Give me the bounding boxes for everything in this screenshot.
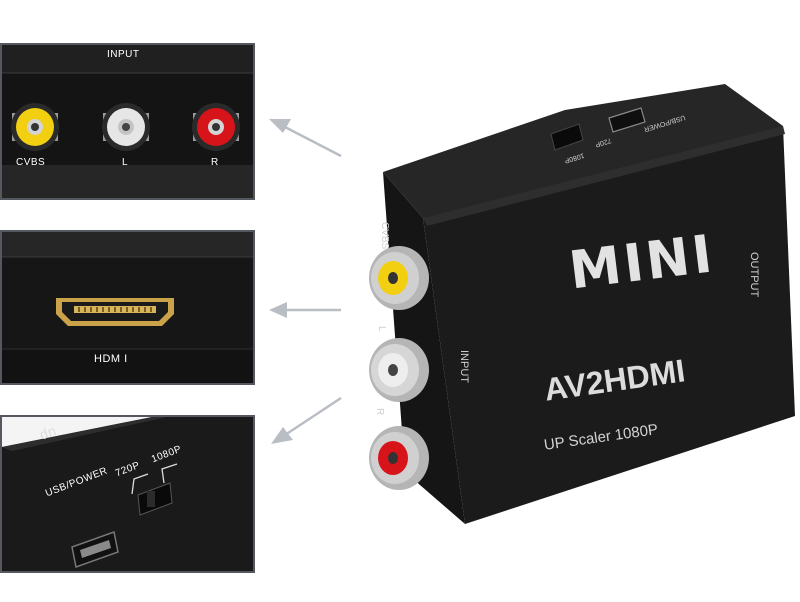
device-white-jack-icon — [369, 338, 429, 402]
input-closeup-panel: INPUT CVBS L R — [0, 43, 255, 200]
top-usb-port-icon — [608, 107, 646, 133]
device-cvbs-label: CVBS — [379, 222, 390, 250]
device-yellow-jack-icon — [369, 246, 429, 310]
usb-port-icon — [71, 531, 119, 568]
l-label: L — [122, 157, 129, 168]
hdmi-closeup-panel: HDM I — [0, 230, 255, 385]
arrow-to-switch-panel — [271, 396, 342, 444]
cvbs-label: CVBS — [16, 157, 46, 168]
resolution-switch-icon — [137, 482, 173, 516]
hdmi-closeup-illustration — [2, 232, 253, 383]
switch-closeup-panel: up USB/POWER 720P 1080P — [0, 415, 255, 573]
left-audio-jack-icon — [102, 103, 150, 151]
arrow-to-input-panel — [269, 119, 342, 158]
cvbs-jack-icon — [11, 103, 59, 151]
switch-closeup-illustration — [2, 417, 253, 571]
device-l-label: L — [376, 326, 387, 332]
hdmi-label: HDM I — [94, 353, 128, 365]
input-panel-title: INPUT — [107, 49, 140, 60]
device-input-label: INPUT — [458, 350, 470, 383]
pointer-arrows — [269, 119, 342, 444]
r-label: R — [211, 157, 219, 168]
arrow-to-hdmi-panel — [269, 302, 341, 318]
device-r-label: R — [374, 408, 385, 416]
input-closeup-illustration — [2, 45, 253, 198]
device-red-jack-icon — [369, 426, 429, 490]
device-output-label: OUTPUT — [748, 252, 760, 298]
hdmi-port-icon — [56, 298, 174, 326]
av2hdmi-device — [369, 84, 795, 524]
top-switch-icon — [550, 123, 584, 151]
right-audio-jack-icon — [192, 103, 240, 151]
